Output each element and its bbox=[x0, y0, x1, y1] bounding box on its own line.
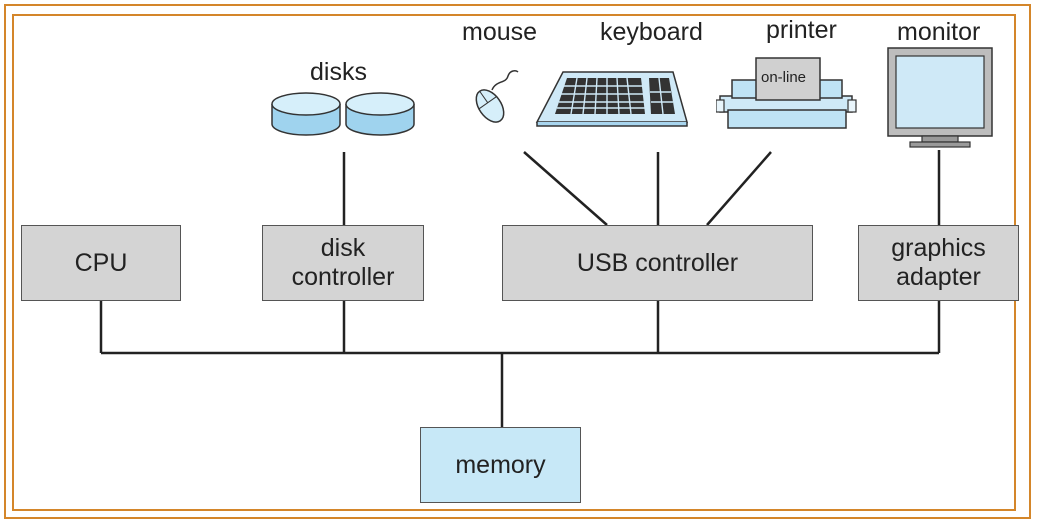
mouse-label: mouse bbox=[462, 18, 538, 46]
disk-controller-label: disk controller bbox=[291, 234, 395, 291]
disks-label: disks bbox=[310, 58, 367, 86]
usb-controller-label: USB controller bbox=[576, 248, 739, 277]
printer-icon bbox=[716, 57, 857, 129]
monitor-label: monitor bbox=[897, 18, 981, 46]
mouse-icon bbox=[475, 70, 519, 123]
cpu-box: CPU bbox=[21, 225, 181, 301]
mouse-link bbox=[523, 151, 608, 226]
disk-icon bbox=[271, 92, 415, 136]
printer-panel-label: on-line bbox=[761, 69, 807, 86]
printer-label: printer bbox=[766, 16, 837, 44]
graphics-adapter-label: graphics adapter bbox=[891, 234, 986, 291]
disk-controller-box: disk controller bbox=[262, 225, 424, 301]
memory-box: memory bbox=[420, 427, 581, 503]
outer-frame bbox=[4, 4, 1031, 519]
keyboard-icon bbox=[535, 71, 688, 127]
memory-label: memory bbox=[455, 450, 546, 479]
printer-link bbox=[706, 151, 772, 226]
usb-controller-box: USB controller bbox=[502, 225, 813, 301]
monitor-icon bbox=[887, 47, 993, 148]
keyboard-label: keyboard bbox=[600, 18, 703, 46]
cpu-label: CPU bbox=[74, 248, 128, 277]
graphics-adapter-box: graphics adapter bbox=[858, 225, 1019, 301]
